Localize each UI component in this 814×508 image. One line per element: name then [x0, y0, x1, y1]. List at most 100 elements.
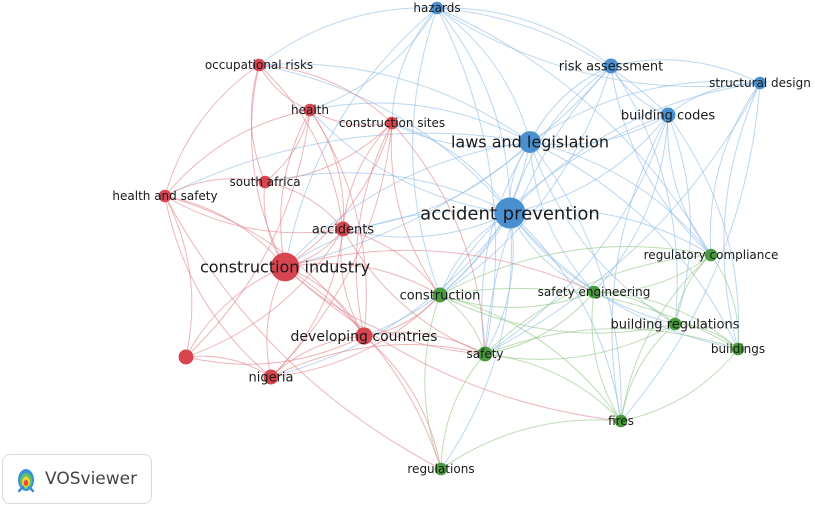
edge-hazards-construction-sites: [391, 7, 438, 124]
edge-developing-countries-health: [309, 109, 367, 337]
node-label-construction-sites: construction sites: [339, 116, 445, 130]
edge-accidents-unlabeled-red: [185, 228, 344, 358]
edge-laws-and-legislation-buildings: [529, 141, 739, 350]
node-label-risk-assessment: risk assessment: [559, 60, 663, 75]
edge-construction-industry-nigeria: [266, 266, 286, 378]
node-label-occupational-risks: occupational risks: [205, 58, 313, 72]
node-fires[interactable]: fires: [608, 414, 634, 428]
edge-laws-and-legislation-health: [309, 102, 531, 143]
node-circle-risk-assessment[interactable]: [603, 58, 619, 74]
edge-health-occupational-risks: [258, 64, 311, 111]
node-circle-building-regulations[interactable]: [668, 317, 682, 331]
node-hazards[interactable]: hazards: [413, 1, 460, 15]
edge-construction-regulatory-compliance: [439, 246, 712, 296]
node-regulatory-compliance[interactable]: regulatory compliance: [644, 248, 779, 262]
edge-construction-safety: [439, 294, 486, 355]
node-health-and-safety[interactable]: health and safety: [112, 189, 217, 203]
node-circle-accident-prevention[interactable]: [494, 197, 526, 229]
node-unlabeled-red[interactable]: [178, 349, 194, 365]
edge-building-codes-regulatory-compliance: [667, 114, 712, 256]
node-circle-accidents[interactable]: [335, 221, 351, 237]
node-risk-assessment[interactable]: risk assessment: [559, 58, 663, 75]
node-safety-engineering[interactable]: safety engineering: [538, 285, 651, 299]
node-circle-hazards[interactable]: [430, 1, 444, 15]
edge-building-codes-buildings: [667, 114, 740, 350]
node-accidents[interactable]: accidents: [312, 221, 374, 238]
node-circle-safety-engineering[interactable]: [587, 285, 601, 299]
edge-accidents-construction: [342, 228, 441, 296]
node-laws-and-legislation[interactable]: laws and legislation: [451, 131, 609, 153]
node-buildings[interactable]: buildings: [711, 342, 765, 356]
edge-safety-engineering-fires: [591, 291, 622, 422]
node-label-safety: safety: [466, 347, 503, 361]
edge-regulatory-compliance-buildings: [710, 254, 739, 350]
node-building-codes[interactable]: building codes: [621, 107, 716, 124]
edge-laws-and-legislation-hazards: [436, 7, 531, 143]
node-building-regulations[interactable]: building regulations: [610, 318, 739, 333]
edge-accident-prevention-structural-design: [509, 82, 761, 214]
edge-accident-prevention-regulatory-compliance: [509, 209, 712, 256]
edge-construction-industry-regulations: [284, 266, 442, 470]
edge-regulatory-compliance-fires: [620, 254, 712, 422]
node-circle-construction-industry[interactable]: [270, 252, 300, 282]
node-circle-south-africa[interactable]: [258, 175, 272, 189]
node-circle-health[interactable]: [303, 103, 317, 117]
node-circle-fires[interactable]: [614, 414, 628, 428]
edge-developing-countries-regulations: [363, 335, 442, 470]
edge-accident-prevention-construction-industry: [284, 210, 511, 268]
node-construction-industry[interactable]: construction industry: [200, 252, 370, 282]
node-circle-health-and-safety[interactable]: [158, 189, 172, 203]
edge-developing-countries-unlabeled-red: [185, 335, 365, 365]
edge-laws-and-legislation-construction-industry: [284, 141, 531, 268]
node-construction-sites[interactable]: construction sites: [339, 116, 445, 130]
node-safety[interactable]: safety: [466, 346, 504, 362]
vosviewer-badge[interactable]: VOSviewer: [2, 454, 152, 504]
node-circle-regulatory-compliance[interactable]: [704, 248, 718, 262]
edge-laws-and-legislation-safety: [481, 141, 531, 355]
node-circle-laws-and-legislation[interactable]: [519, 131, 541, 153]
edge-developing-countries-construction-sites: [355, 122, 393, 337]
node-regulations[interactable]: regulations: [407, 462, 474, 476]
edge-developing-countries-health-and-safety: [164, 195, 365, 337]
edge-construction-industry-health: [280, 109, 311, 268]
node-structural-design[interactable]: structural design: [709, 76, 811, 90]
edge-construction-sites-safety: [391, 122, 486, 355]
edge-risk-assessment-construction: [439, 65, 612, 296]
node-health[interactable]: health: [291, 103, 329, 117]
edge-safety-regulations: [440, 353, 486, 470]
edge-developing-countries-nigeria: [270, 335, 365, 378]
node-circle-developing-countries[interactable]: [355, 327, 373, 345]
node-circle-construction-sites[interactable]: [385, 116, 399, 130]
edge-laws-and-legislation-occupational-risks: [258, 63, 531, 143]
node-construction[interactable]: construction: [400, 287, 481, 304]
node-nigeria[interactable]: nigeria: [248, 369, 294, 386]
edge-risk-assessment-safety: [484, 65, 612, 355]
node-circle-construction[interactable]: [432, 287, 448, 303]
node-south-africa[interactable]: south africa: [229, 175, 300, 189]
node-label-buildings: buildings: [711, 342, 765, 356]
edge-laws-and-legislation-construction-sites: [391, 122, 531, 148]
node-circle-unlabeled-red[interactable]: [178, 349, 194, 365]
edge-construction-fires: [439, 294, 622, 422]
node-circle-nigeria[interactable]: [263, 369, 279, 385]
edge-accident-prevention-health: [309, 109, 511, 214]
edge-laws-and-legislation-risk-assessment: [529, 65, 612, 143]
node-circle-safety[interactable]: [477, 346, 493, 362]
node-circle-structural-design[interactable]: [753, 76, 767, 90]
node-circle-regulations[interactable]: [434, 462, 448, 476]
node-circle-occupational-risks[interactable]: [252, 58, 266, 72]
node-circle-buildings[interactable]: [731, 342, 745, 356]
edge-construction-sites-construction: [390, 122, 441, 296]
node-circle-building-codes[interactable]: [660, 107, 676, 123]
node-label-building-codes: building codes: [621, 109, 716, 124]
node-label-hazards: hazards: [413, 1, 460, 15]
edge-safety-engineering-buildings: [593, 291, 739, 350]
node-occupational-risks[interactable]: occupational risks: [205, 58, 313, 72]
edge-construction-industry-unlabeled-red: [185, 266, 286, 358]
node-accident-prevention[interactable]: accident prevention: [420, 197, 600, 229]
edge-nigeria-unlabeled-red: [185, 355, 272, 378]
edge-risk-assessment-construction-industry: [284, 65, 612, 268]
node-developing-countries[interactable]: developing countries: [291, 327, 438, 345]
